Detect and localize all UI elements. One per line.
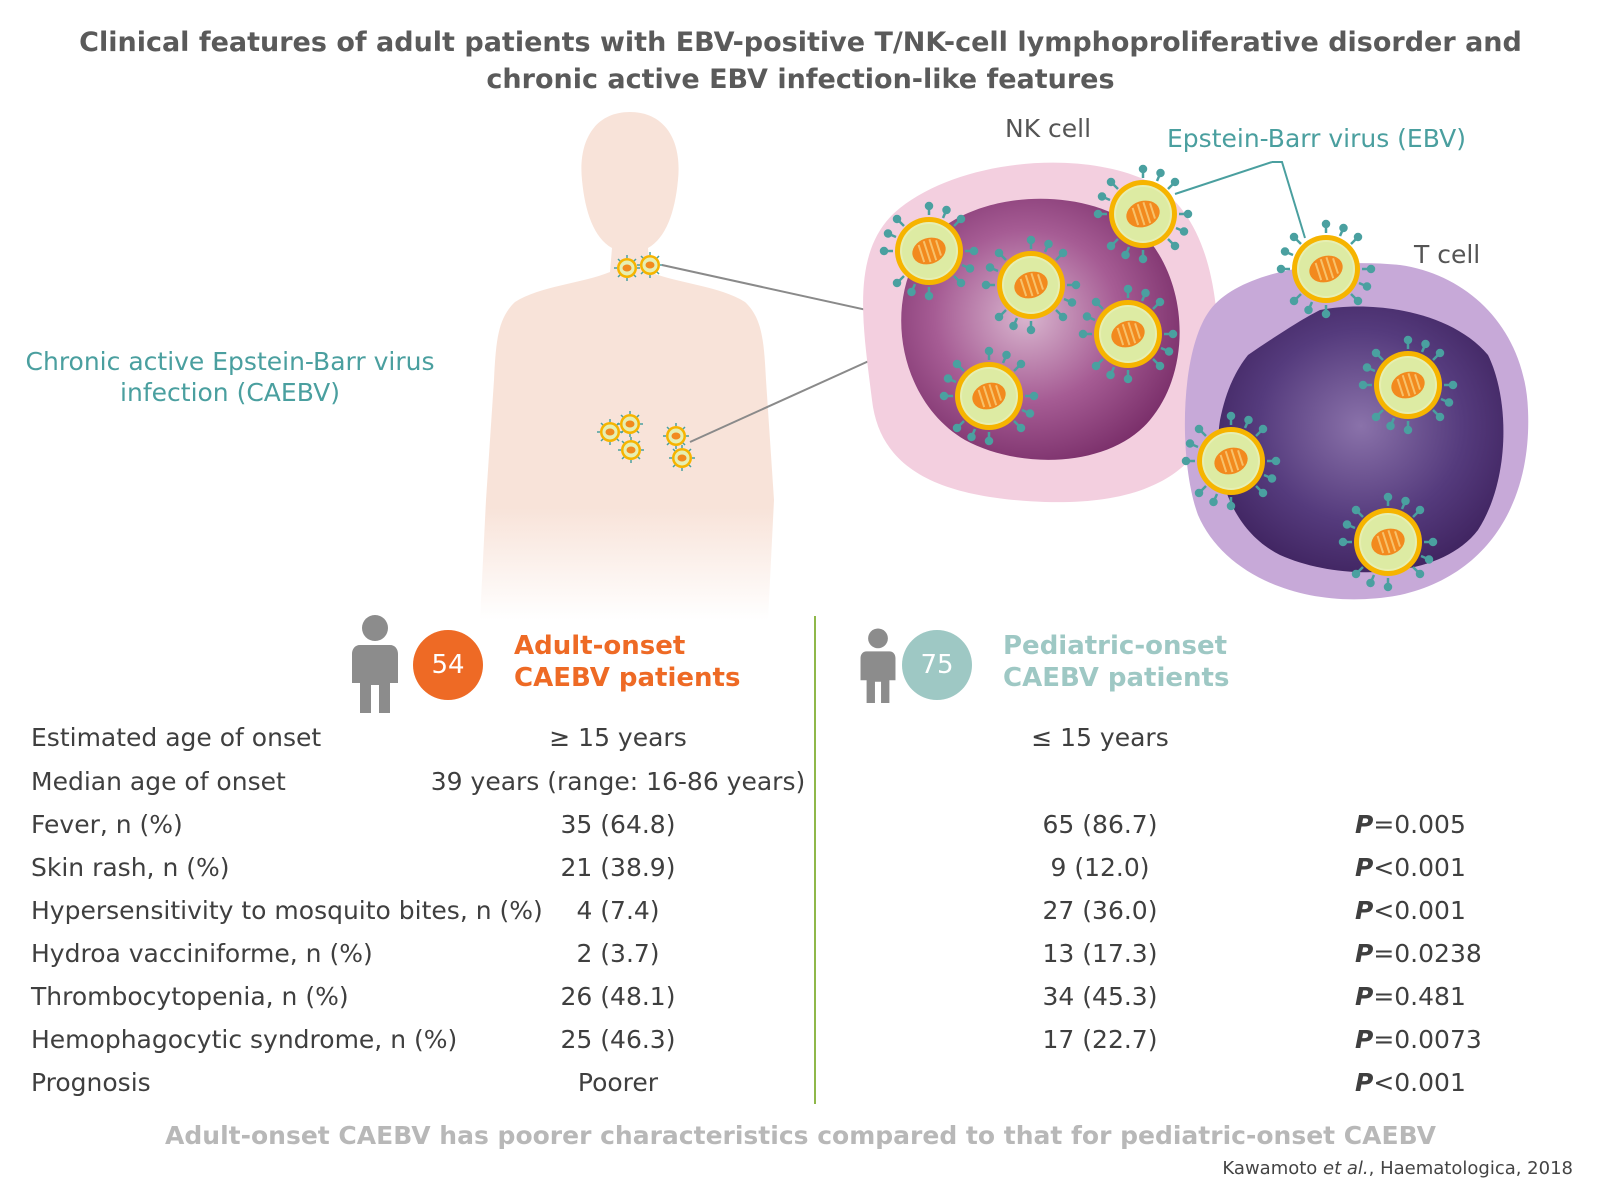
row-label: Skin rash, n (%) [31, 853, 230, 882]
p-value: P=0.0073 [1355, 1025, 1482, 1054]
t-cell-label: T cell [1414, 240, 1481, 269]
citation-etal: et al. [1323, 1158, 1369, 1179]
p-value-text: <0.001 [1373, 1068, 1466, 1097]
adult-value: 25 (46.3) [560, 1025, 676, 1054]
pediatric-value: 13 (17.3) [1042, 939, 1158, 968]
pediatric-value: 9 (12.0) [1050, 853, 1150, 882]
adult-value: 39 years (range: 16-86 years) [430, 767, 806, 796]
p-value-text: =0.0238 [1373, 939, 1482, 968]
adult-value: ≥ 15 years [549, 723, 687, 752]
pediatric-value: 27 (36.0) [1042, 896, 1158, 925]
table-row: Prognosis Poorer P<0.001 [0, 1068, 1601, 1108]
adult-value: 35 (64.8) [560, 810, 676, 839]
p-label: P [1355, 896, 1374, 925]
table-row: Fever, n (%) 35 (64.8) 65 (86.7) P=0.005 [0, 810, 1601, 850]
adult-value: 21 (38.9) [560, 853, 676, 882]
table-row: Median age of onset 39 years (range: 16-… [0, 767, 1601, 807]
p-value: P<0.001 [1355, 1068, 1466, 1097]
adult-group-title-line-1: Adult-onset [514, 631, 686, 661]
pediatric-person-icon [860, 628, 896, 703]
conclusion-text: Adult-onset CAEBV has poorer characteris… [165, 1121, 1436, 1150]
citation: Kawamoto et al., Haematologica, 2018 [1222, 1158, 1573, 1179]
row-label: Fever, n (%) [31, 810, 183, 839]
caebv-label-line-1: Chronic active Epstein-Barr virus [25, 347, 435, 376]
table-row: Skin rash, n (%) 21 (38.9) 9 (12.0) P<0.… [0, 853, 1601, 893]
p-value: P<0.001 [1355, 853, 1466, 882]
p-label: P [1355, 982, 1374, 1011]
pediatric-value: 65 (86.7) [1042, 810, 1158, 839]
pediatric-group-title-line-1: Pediatric-onset [1003, 631, 1228, 661]
pediatric-value: ≤ 15 years [1031, 723, 1169, 752]
row-label: Median age of onset [31, 767, 286, 796]
pediatric-value: 17 (22.7) [1042, 1025, 1158, 1054]
nk-cell-label: NK cell [1005, 114, 1092, 143]
p-value: P=0.481 [1355, 982, 1466, 1011]
illustration [480, 112, 1529, 620]
table-row: Hemophagocytic syndrome, n (%) 25 (46.3)… [0, 1025, 1601, 1065]
p-value-text: <0.001 [1373, 853, 1466, 882]
pediatric-group-title-line-2: CAEBV patients [1003, 663, 1230, 693]
row-label: Prognosis [31, 1068, 151, 1097]
adult-value: Poorer [577, 1068, 659, 1097]
row-label: Hypersensitivity to mosquito bites, n (%… [31, 896, 543, 925]
page-title: Clinical features of adult patients with… [0, 24, 1601, 98]
ebv-label: Epstein-Barr virus (EBV) [1167, 124, 1466, 153]
p-value-text: =0.0073 [1373, 1025, 1482, 1054]
p-value: P=0.0238 [1355, 939, 1482, 968]
table-row: Hydroa vacciniforme, n (%) 2 (3.7) 13 (1… [0, 939, 1601, 979]
citation-rest: , Haematologica, 2018 [1368, 1158, 1573, 1179]
p-label: P [1355, 853, 1374, 882]
row-label: Hydroa vacciniforme, n (%) [31, 939, 373, 968]
caebv-label-line-2: infection (CAEBV) [120, 378, 340, 407]
pediatric-value: 34 (45.3) [1042, 982, 1158, 1011]
caebv-label: Chronic active Epstein-Barr virus infect… [10, 346, 450, 408]
adult-value: 4 (7.4) [576, 896, 660, 925]
title-line-2: chronic active EBV infection-like featur… [486, 64, 1115, 95]
adult-person-icon [352, 615, 398, 713]
table-row: Estimated age of onset ≥ 15 years ≤ 15 y… [0, 723, 1601, 763]
row-label: Thrombocytopenia, n (%) [31, 982, 349, 1011]
p-value: P<0.001 [1355, 896, 1466, 925]
table-row: Hypersensitivity to mosquito bites, n (%… [0, 896, 1601, 936]
table-row: Thrombocytopenia, n (%) 26 (48.1) 34 (45… [0, 982, 1601, 1022]
row-label: Estimated age of onset [31, 723, 322, 752]
adult-value: 26 (48.1) [560, 982, 676, 1011]
citation-author: Kawamoto [1222, 1158, 1318, 1179]
row-label: Hemophagocytic syndrome, n (%) [31, 1025, 458, 1054]
adult-count-badge: 54 [413, 630, 483, 700]
p-label: P [1355, 1025, 1374, 1054]
p-value-text: =0.005 [1373, 810, 1466, 839]
human-silhouette [480, 112, 774, 620]
title-line-1: Clinical features of adult patients with… [79, 27, 1522, 58]
adult-group-title-line-2: CAEBV patients [514, 663, 741, 693]
column-divider [814, 616, 816, 1104]
p-value-text: =0.481 [1373, 982, 1466, 1011]
adult-group-title: Adult-onset CAEBV patients [514, 630, 740, 694]
p-value-text: <0.001 [1373, 896, 1466, 925]
p-label: P [1355, 939, 1374, 968]
p-value: P=0.005 [1355, 810, 1466, 839]
pediatric-count-badge: 75 [902, 630, 972, 700]
ebv-pointer-lines [1174, 161, 1306, 239]
pediatric-group-title: Pediatric-onset CAEBV patients [1003, 630, 1229, 694]
p-label: P [1355, 1068, 1374, 1097]
adult-value: 2 (3.7) [576, 939, 660, 968]
p-label: P [1355, 810, 1374, 839]
